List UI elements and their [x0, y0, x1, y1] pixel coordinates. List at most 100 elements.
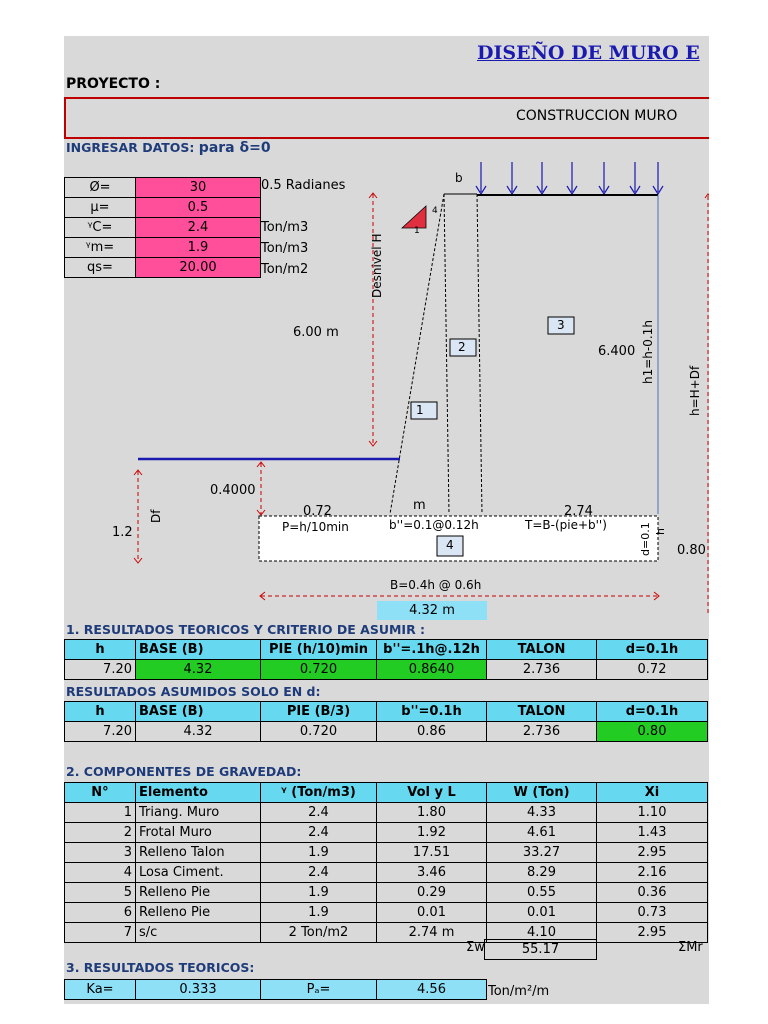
cell[interactable]: 0.01 — [376, 902, 487, 923]
cell[interactable]: 0.36 — [596, 882, 708, 903]
cell[interactable]: 7 — [64, 922, 136, 943]
cell[interactable]: 1.80 — [376, 802, 487, 823]
cell[interactable]: 0.80 — [596, 721, 708, 742]
b2-formula: b''=0.1@0.12h — [389, 518, 479, 532]
header-cell: h — [64, 639, 136, 660]
h1-value: 6.400 — [598, 344, 636, 359]
header-cell: ᵞ (Ton/m3) — [260, 782, 377, 803]
cell[interactable]: 6 — [64, 902, 136, 923]
cell[interactable]: 4.10 — [486, 922, 597, 943]
project-box[interactable] — [64, 97, 709, 139]
cell[interactable]: 0.720 — [260, 659, 377, 680]
cell[interactable]: 0.720 — [260, 721, 377, 742]
unit-qs: Ton/m2 — [261, 262, 309, 277]
unit-gc: Ton/m3 — [261, 220, 309, 235]
cell[interactable]: 8.29 — [486, 862, 597, 883]
header-cell: BASE (B) — [135, 701, 261, 722]
input-row-phi: Ø= 30 — [64, 177, 261, 198]
cell[interactable]: Losa Ciment. — [135, 862, 261, 883]
input-row-qs: qs= 20.00 — [64, 257, 261, 278]
cell[interactable]: 1.9 — [260, 842, 377, 863]
res3-row: Ka= 0.333 Pₐ= 4.56 — [64, 979, 487, 1000]
cell[interactable]: 2 Ton/m2 — [260, 922, 377, 943]
input-phi[interactable]: 30 — [135, 177, 261, 198]
cell[interactable]: 2 — [64, 822, 136, 843]
spreadsheet: DISEÑO DE MURO E PROYECTO : CONSTRUCCION… — [64, 36, 709, 1004]
cell[interactable]: 1.10 — [596, 802, 708, 823]
header-cell: b''=.1h@.12h — [376, 639, 487, 660]
sum-w[interactable]: 55.17 — [484, 939, 597, 960]
desnivel-label: Desnivel H — [370, 233, 384, 298]
cell[interactable]: 0.01 — [486, 902, 597, 923]
cell[interactable]: 1.43 — [596, 822, 708, 843]
cell[interactable]: 2.736 — [486, 659, 597, 680]
header-cell: N° — [64, 782, 136, 803]
cell[interactable]: 33.27 — [486, 842, 597, 863]
d-value: 0.4000 — [210, 483, 256, 498]
cell[interactable]: 4.32 — [135, 659, 261, 680]
input-gm[interactable]: 1.9 — [135, 237, 261, 258]
base-value[interactable]: 4.32 m — [377, 601, 487, 620]
cell[interactable]: Relleno Pie — [135, 902, 261, 923]
h-label: h=H+Df — [688, 365, 702, 416]
cell[interactable]: 0.55 — [486, 882, 597, 903]
unit-phi: 0.5 Radianes — [261, 178, 346, 193]
slope-b: 1 — [414, 226, 420, 236]
m-label: m — [413, 498, 426, 513]
cell[interactable]: Relleno Pie — [135, 882, 261, 903]
cell[interactable]: 4 — [64, 862, 136, 883]
cell[interactable]: 1.92 — [376, 822, 487, 843]
cell[interactable]: 2.95 — [596, 922, 708, 943]
cell[interactable]: 0.8640 — [376, 659, 487, 680]
df-value: 1.2 — [112, 525, 133, 540]
cell[interactable]: 4.33 — [486, 802, 597, 823]
cell[interactable]: 2.4 — [260, 862, 377, 883]
teoricos-header: h BASE (B) PIE (h/10)min b''=.1h@.12h TA… — [64, 639, 708, 660]
ka-value[interactable]: 0.333 — [135, 979, 261, 1000]
cell[interactable]: 2.736 — [486, 721, 597, 742]
cell[interactable]: 2.95 — [596, 842, 708, 863]
unit-gm: Ton/m3 — [261, 241, 309, 256]
cell[interactable]: Triang. Muro — [135, 802, 261, 823]
cell[interactable]: 0.86 — [376, 721, 487, 742]
header-cell: TALON — [486, 639, 597, 660]
cell[interactable]: 7.20 — [64, 659, 136, 680]
input-qs[interactable]: 20.00 — [135, 257, 261, 278]
input-row-gm: ᵞm= 1.9 — [64, 237, 261, 258]
cell[interactable]: Relleno Talon — [135, 842, 261, 863]
cell[interactable]: 0.29 — [376, 882, 487, 903]
cell[interactable]: 0.73 — [596, 902, 708, 923]
cell[interactable]: 2.4 — [260, 802, 377, 823]
teoricos-title: 1. RESULTADOS TEORICOS Y CRITERIO DE ASU… — [66, 622, 426, 637]
df-label: Df — [149, 509, 163, 523]
cell[interactable]: s/c — [135, 922, 261, 943]
cell[interactable]: 7.20 — [64, 721, 136, 742]
cell[interactable]: 1.9 — [260, 902, 377, 923]
sum-m-label: ΣMr — [678, 940, 703, 955]
cell[interactable]: 2.4 — [260, 822, 377, 843]
cell[interactable]: 2.74 m — [376, 922, 487, 943]
cell[interactable]: 3.46 — [376, 862, 487, 883]
cell[interactable]: 3 — [64, 842, 136, 863]
d-formula: d=0.1 — [639, 522, 652, 556]
base-formula: B=0.4h @ 0.6h — [390, 578, 482, 592]
d-formula-h: h — [654, 528, 667, 535]
cell[interactable]: 1.9 — [260, 882, 377, 903]
cell[interactable]: 1 — [64, 802, 136, 823]
cell[interactable]: 4.61 — [486, 822, 597, 843]
pie-formula: P=h/10min — [282, 520, 349, 534]
cell[interactable]: 4.32 — [135, 721, 261, 742]
cell[interactable]: 5 — [64, 882, 136, 903]
pa-value[interactable]: 4.56 — [376, 979, 487, 1000]
gravedad-table: N° Elemento ᵞ (Ton/m3) Vol y L W (Ton) X… — [64, 782, 708, 943]
cell[interactable]: Frotal Muro — [135, 822, 261, 843]
cell[interactable]: 2.16 — [596, 862, 708, 883]
input-gc[interactable]: 2.4 — [135, 217, 261, 238]
cell[interactable]: 17.51 — [376, 842, 487, 863]
cell[interactable]: 0.72 — [596, 659, 708, 680]
header-cell: d=0.1h — [596, 701, 708, 722]
